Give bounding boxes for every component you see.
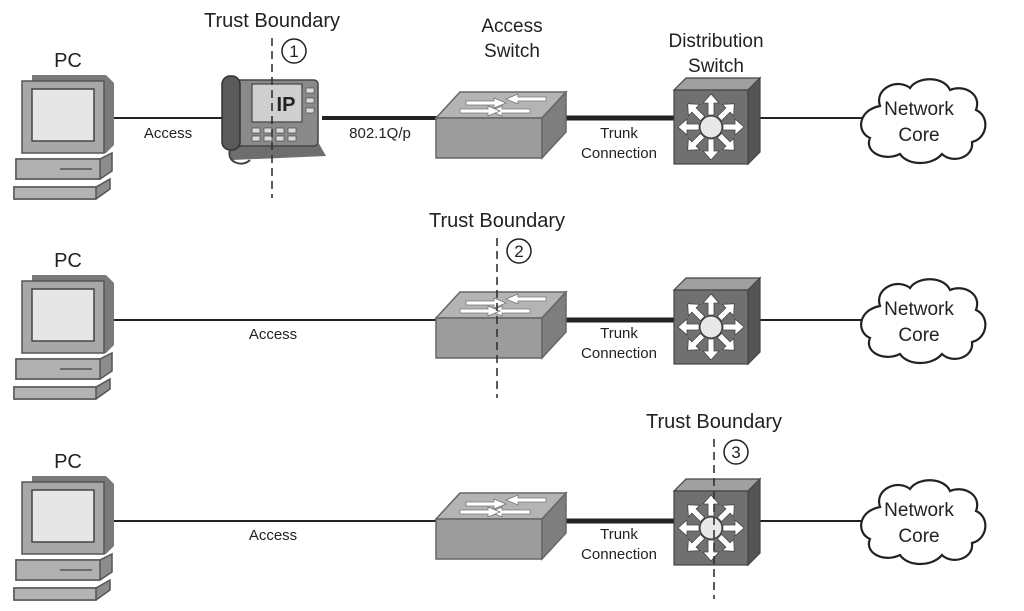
- trust-boundary-number: 3: [731, 443, 740, 462]
- access-switch-icon: [435, 492, 567, 560]
- access-switch-label: Access: [481, 16, 542, 37]
- trust-boundary-number: 1: [289, 42, 298, 61]
- trunk-connection-label: Connection: [581, 546, 657, 563]
- trunk-connection-label: Connection: [581, 145, 657, 162]
- network-core-label: Network: [884, 500, 954, 521]
- trust-boundary-marker: [281, 38, 307, 64]
- pc-icon: [13, 475, 115, 601]
- trust-boundary-marker: [723, 439, 749, 465]
- access-switch-label: Switch: [484, 41, 540, 62]
- pc-icon: [13, 74, 115, 200]
- trunk-connection-label: Trunk: [600, 325, 638, 342]
- distribution-switch-icon: [673, 77, 761, 165]
- access-label: Access: [249, 326, 297, 343]
- distribution-switch-label: Distribution: [668, 31, 763, 52]
- network-core-cloud-icon: [860, 78, 987, 165]
- network-core-label: Core: [898, 125, 939, 146]
- trunk-connection-label: Trunk: [600, 125, 638, 142]
- distribution-switch-label: Switch: [688, 56, 744, 77]
- distribution-switch-icon: [673, 277, 761, 365]
- network-core-label: Network: [884, 299, 954, 320]
- network-core-label: Core: [898, 325, 939, 346]
- trust-boundary-number: 2: [514, 242, 523, 261]
- network-core-label: Network: [884, 99, 954, 120]
- trust-boundary-title: Trust Boundary: [204, 10, 340, 32]
- trust-boundary-marker: [506, 238, 532, 264]
- network-core-cloud-icon: [860, 278, 987, 365]
- access-switch-icon: [435, 91, 567, 159]
- distribution-switch-icon: [673, 478, 761, 566]
- pc-icon: [13, 274, 115, 400]
- pc-label: PC: [54, 250, 82, 272]
- network-core-cloud-icon: [860, 479, 987, 566]
- network-core-label: Core: [898, 526, 939, 547]
- access-switch-icon: [435, 291, 567, 359]
- ip-phone-icon: [221, 75, 327, 165]
- access-label: Access: [249, 527, 297, 544]
- ip-phone-label: IP: [277, 94, 296, 116]
- trust-boundary-title: Trust Boundary: [646, 411, 782, 433]
- trunk-connection-label: Trunk: [600, 526, 638, 543]
- topology-row-1: PCAccessIP802.1Q/pAccessSwitchTrunkConne…: [13, 10, 987, 200]
- uplink-8021q-label: 802.1Q/p: [349, 125, 411, 142]
- trust-boundary-title: Trust Boundary: [429, 210, 565, 232]
- pc-label: PC: [54, 50, 82, 72]
- pc-label: PC: [54, 451, 82, 473]
- access-label: Access: [144, 125, 192, 142]
- trunk-connection-label: Connection: [581, 345, 657, 362]
